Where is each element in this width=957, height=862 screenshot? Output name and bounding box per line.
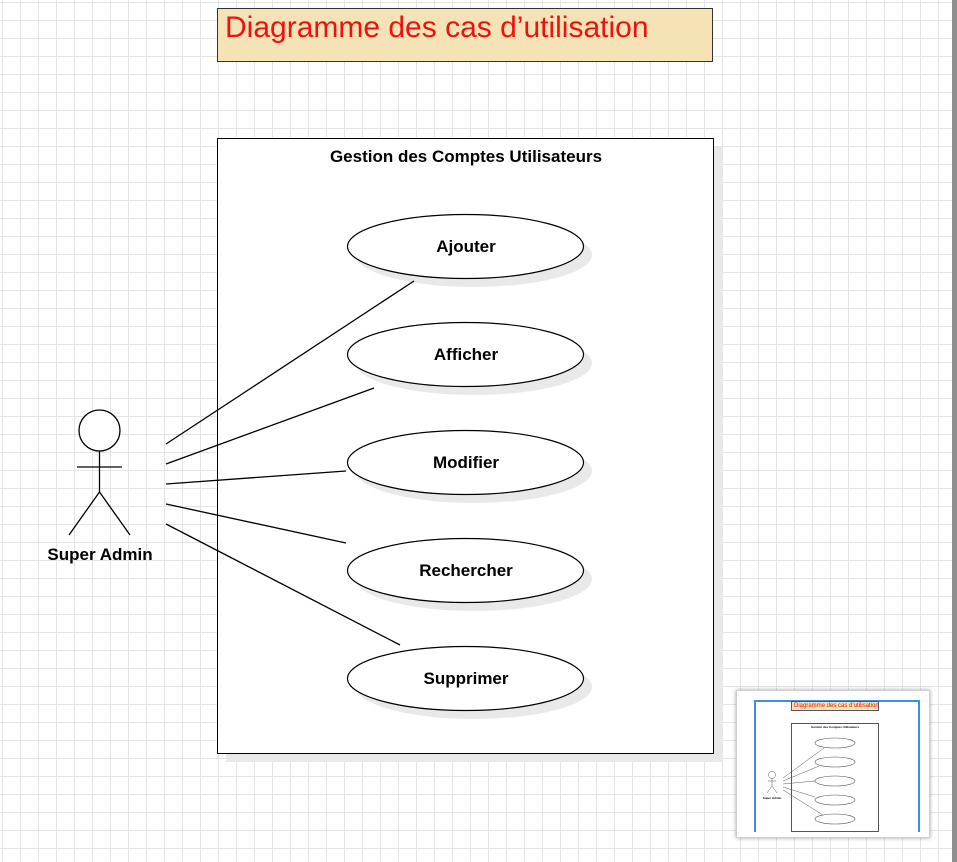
- minimap-actor-leg: [766, 785, 773, 794]
- minimap-title: Diagramme des cas d’utilisation: [791, 701, 879, 711]
- association-supprimer[interactable]: [165, 523, 401, 646]
- outline-minimap[interactable]: Diagramme des cas d’utilisation Gestion …: [736, 690, 930, 838]
- minimap-drawing: Super Admin: [763, 737, 856, 825]
- use-case-ellipse: [346, 645, 585, 712]
- minimap-use-case: [814, 756, 856, 768]
- minimap-association: [782, 780, 816, 785]
- association-afficher[interactable]: [165, 387, 375, 465]
- use-case-label: Modifier: [433, 453, 499, 472]
- association-modifier[interactable]: [165, 470, 347, 485]
- use-case-ellipse: [346, 429, 585, 496]
- use-case-supprimer[interactable]: Supprimer: [346, 645, 593, 720]
- use-case-rechercher[interactable]: Rechercher: [346, 537, 593, 612]
- use-case-label: Ajouter: [436, 237, 496, 256]
- use-case-ellipse: [346, 537, 585, 604]
- use-case-label: Afficher: [434, 345, 499, 364]
- minimap-association: [782, 765, 820, 782]
- minimap-use-case: [814, 813, 856, 825]
- minimap-system-title: Gestion des Comptes Utilisateurs: [810, 725, 859, 729]
- minimap-actor-head: [768, 771, 776, 779]
- minimap-association: [782, 786, 816, 798]
- canvas-scrollbar-edge: [952, 0, 957, 862]
- use-case-label: Supprimer: [423, 669, 508, 688]
- minimap-use-case: [814, 737, 856, 749]
- actor-right-leg: [98, 491, 131, 536]
- minimap-use-case: [814, 794, 856, 806]
- system-boundary-title: Gestion des Comptes Utilisateurs: [330, 147, 602, 166]
- actor-label: Super Admin: [47, 545, 152, 564]
- association-rechercher[interactable]: [165, 503, 347, 544]
- use-case-ajouter[interactable]: Ajouter: [346, 213, 593, 288]
- actor-head: [78, 409, 121, 452]
- use-case-label: Rechercher: [419, 561, 513, 580]
- use-case-ellipse: [346, 213, 585, 280]
- minimap-use-case: [814, 775, 856, 787]
- diagram-title: Diagramme des cas d’utilisation: [225, 11, 649, 44]
- actor-super-admin[interactable]: [68, 409, 131, 536]
- association-ajouter[interactable]: [165, 280, 415, 445]
- diagram-title-box[interactable]: Diagramme des cas d’utilisation: [217, 8, 713, 62]
- minimap-association: [782, 789, 824, 816]
- use-case-ellipse: [346, 321, 585, 388]
- minimap-association: [782, 747, 825, 779]
- use-case-modifier[interactable]: Modifier: [346, 429, 593, 504]
- actor-left-leg: [68, 491, 101, 536]
- minimap-actor-leg: [771, 785, 778, 794]
- use-case-afficher[interactable]: Afficher: [346, 321, 593, 396]
- minimap-actor-label: Super Admin: [763, 796, 782, 800]
